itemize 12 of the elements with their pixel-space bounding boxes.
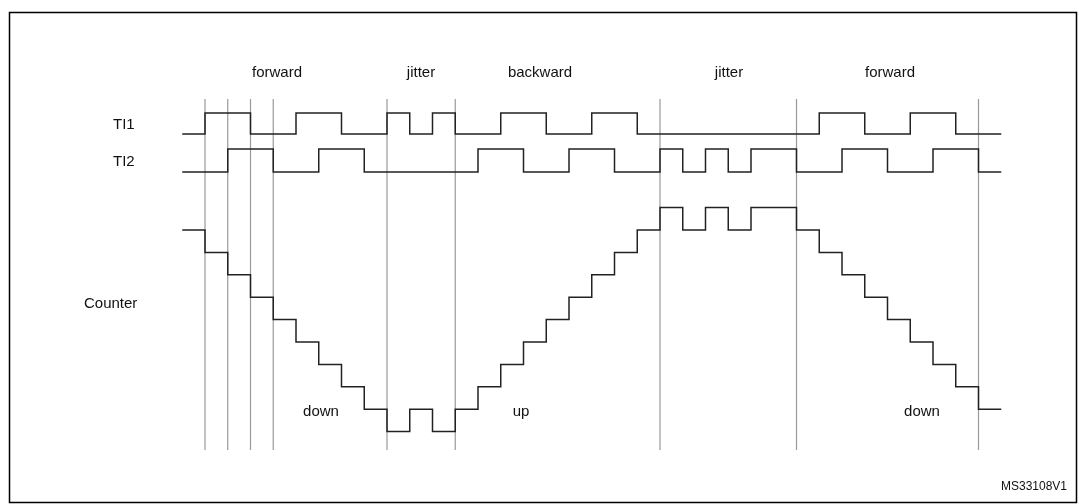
phase-label: jitter xyxy=(714,64,744,79)
phase-label: jitter xyxy=(406,64,436,79)
direction-label: down xyxy=(904,403,940,418)
direction-label: up xyxy=(512,403,530,418)
signal-label: TI2 xyxy=(113,153,135,168)
phase-label: forward xyxy=(865,64,915,79)
direction-label: down xyxy=(303,403,339,418)
figure-id: MS33108V1 xyxy=(1000,480,1067,492)
signal-label: Counter xyxy=(84,295,138,310)
phase-label: forward xyxy=(252,64,302,79)
signal-label: TI1 xyxy=(113,116,135,131)
phase-label: backward xyxy=(507,64,573,79)
